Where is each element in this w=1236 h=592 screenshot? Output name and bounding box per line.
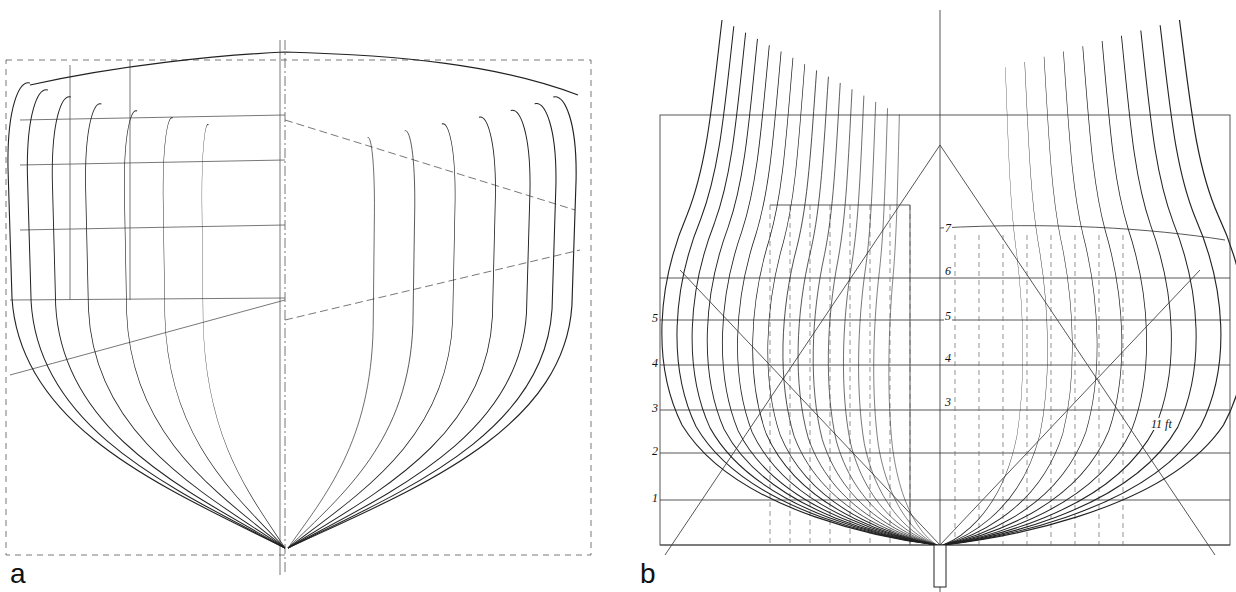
section-line: [288, 117, 495, 548]
section-line: [943, 25, 1221, 545]
buttock-line: [830, 205, 831, 545]
section-line: [798, 77, 937, 545]
section-line: [738, 51, 937, 545]
scale-number: 3: [651, 402, 659, 414]
section-line: [859, 102, 937, 545]
scale-number: 3: [944, 396, 952, 408]
section-line: [813, 83, 937, 545]
section-line: [943, 41, 1147, 545]
section-line: [8, 83, 285, 548]
section-line: [677, 26, 937, 545]
section-line: [943, 57, 1072, 545]
section-line: [163, 118, 285, 548]
panel-letter: b: [640, 560, 656, 588]
panel-letter: a: [10, 560, 26, 588]
keel: [934, 545, 946, 587]
section-line: [52, 97, 285, 548]
section-line: [707, 39, 937, 545]
panel-b-grid: [660, 10, 1230, 592]
section-line: [828, 89, 937, 545]
scale-number: 7: [944, 222, 952, 234]
section-line: [202, 125, 285, 548]
section-line: [662, 20, 937, 545]
section-line: [768, 64, 937, 545]
buttock-line: [955, 235, 956, 545]
section-line: [288, 131, 415, 548]
scale-number: 1: [651, 492, 659, 504]
scale-number: 2: [651, 445, 659, 457]
section-line: [692, 33, 937, 545]
section-line: [86, 104, 285, 548]
buttock-line: [1051, 235, 1052, 545]
section-line: [288, 124, 455, 548]
panel-b-sections: [662, 20, 1236, 545]
section-line: [27, 90, 285, 548]
section-line: [889, 115, 937, 546]
buttock-line: [1123, 235, 1124, 545]
buttock-line: [890, 205, 891, 545]
buttock-line: [910, 205, 911, 545]
buttock-line: [790, 205, 791, 545]
section-line: [288, 104, 556, 548]
section-line: [943, 67, 1023, 545]
section-line: [943, 62, 1048, 545]
section-line: [943, 30, 1196, 545]
scale-number: 5: [651, 312, 659, 324]
buttock-line: [870, 205, 871, 545]
section-line: [843, 96, 937, 545]
sheer-line: [30, 52, 578, 95]
section-line: [288, 137, 374, 548]
section-line: [943, 20, 1236, 545]
buttock-lines: [770, 205, 1123, 545]
section-line: [124, 111, 285, 548]
section-line: [753, 58, 937, 545]
section-line: [288, 110, 530, 548]
section-line: [722, 45, 937, 545]
buttock-line: [1075, 235, 1076, 545]
section-line: [943, 46, 1122, 545]
buttock-line: [1003, 235, 1004, 545]
section-line: [288, 97, 576, 548]
buttock-line: [850, 205, 851, 545]
section-line: [943, 51, 1097, 545]
scale-number: 5: [944, 310, 952, 322]
panel-a-grid: [6, 40, 591, 575]
section-line: [874, 108, 937, 545]
section-line: [783, 70, 937, 545]
scale-number: 6: [944, 265, 952, 277]
buttock-line: [1027, 235, 1028, 545]
panel-a-sections: [8, 83, 576, 548]
scale-number: 4: [651, 357, 659, 369]
section-line: [943, 36, 1171, 545]
scale-number: 4: [944, 352, 952, 364]
scale-number: 11 ft: [1150, 418, 1173, 430]
buttock-line: [979, 235, 980, 545]
